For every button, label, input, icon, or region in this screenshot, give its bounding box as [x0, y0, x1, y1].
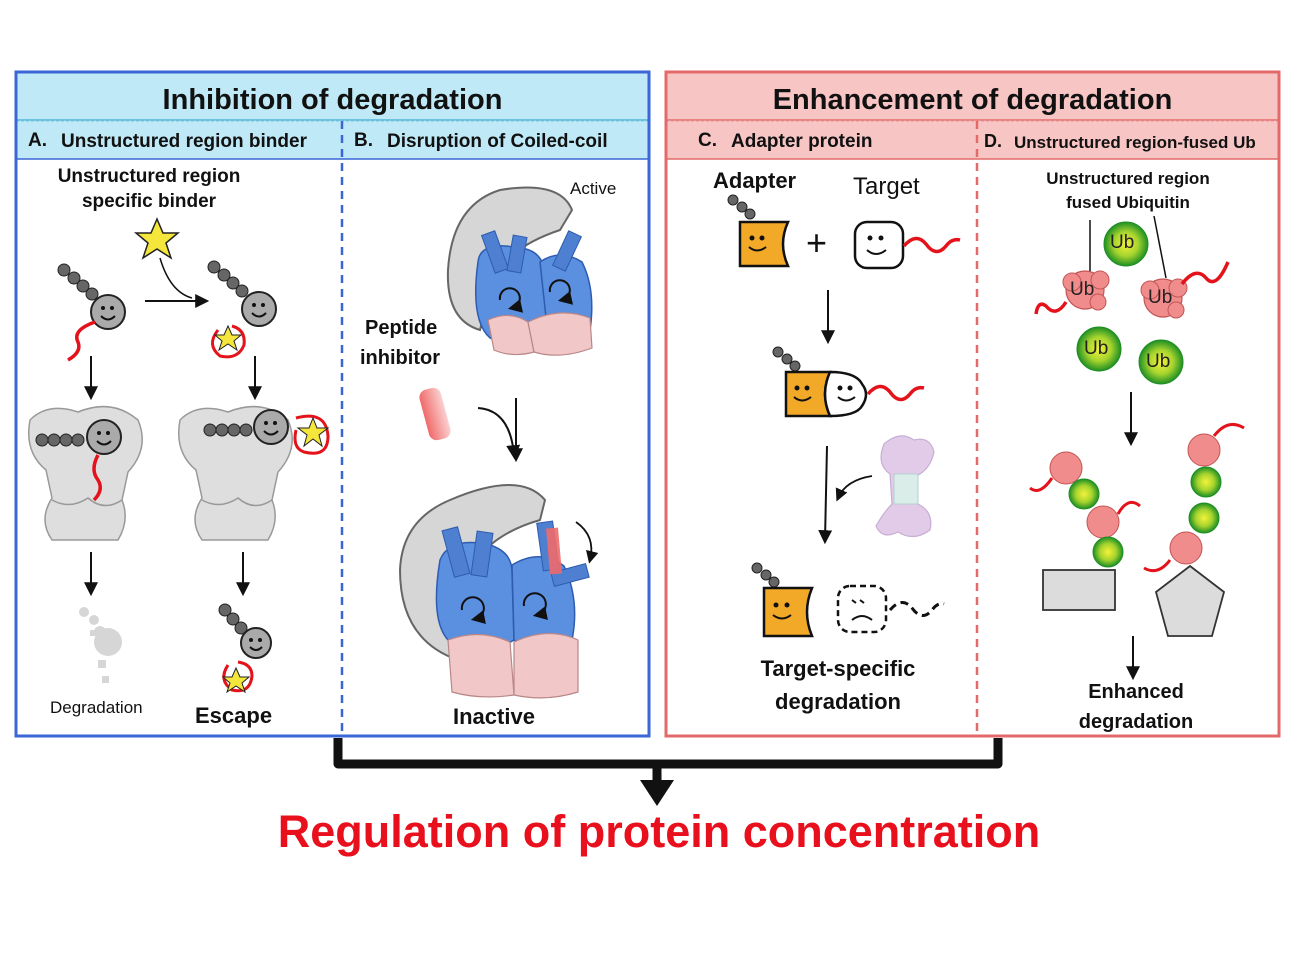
panel-d-header: Unstructured region-fused Ub	[1014, 133, 1256, 152]
panel-d-graphics	[1029, 215, 1245, 681]
ub-chain-right	[1143, 422, 1245, 637]
binder-star-icon	[133, 217, 181, 260]
protein-escaping	[203, 409, 330, 455]
degradation-label: Degradation	[50, 698, 143, 717]
fused-ub-1	[1034, 270, 1110, 315]
enhanced-line2: degradation	[1078, 711, 1194, 733]
proteasome-small	[875, 435, 935, 538]
target-protein	[853, 220, 961, 270]
peptide-label-line2: inhibitor	[360, 347, 440, 369]
bottom-bracket	[333, 738, 1003, 806]
target-degraded	[836, 584, 945, 634]
panel-a-letter: A.	[28, 130, 47, 151]
ub-green-3	[1138, 339, 1184, 385]
ub-label-pink-1: Ub	[1070, 279, 1095, 300]
fused-ub-2	[1140, 261, 1230, 319]
plus-sign: +	[806, 222, 828, 263]
panel-a-header: Unstructured region binder	[61, 131, 307, 152]
panel-c-header: Adapter protein	[731, 131, 873, 152]
adapter-label: Adapter	[713, 168, 797, 193]
protein-in-proteasome	[35, 419, 122, 502]
escape-label: Escape	[195, 703, 273, 728]
down-arrow-icon	[640, 780, 674, 806]
binder-label-line1: Unstructured region	[57, 166, 241, 187]
panel-b-graphics	[398, 186, 599, 699]
panel-a-graphics	[28, 217, 330, 694]
degraded-fragments	[79, 607, 122, 683]
fused-ub-label-line2: fused Ubiquitin	[1066, 193, 1190, 212]
target-specific-line1: Target-specific	[760, 656, 916, 681]
active-label: Active	[570, 179, 617, 198]
ub-label-pink-2: Ub	[1148, 287, 1173, 308]
complex-inactive	[398, 484, 599, 699]
binder-label-line2: specific binder	[81, 191, 217, 212]
right-panel-title: Enhancement of degradation	[772, 84, 1173, 116]
ub-chain-left	[1029, 451, 1141, 611]
panel-b-header: Disruption of Coiled-coil	[387, 131, 608, 152]
protein-bound	[207, 260, 277, 359]
enhanced-line1: Enhanced	[1088, 681, 1184, 703]
ub-label-green-3: Ub	[1146, 351, 1171, 372]
fused-ub-label-line1: Unstructured region	[1046, 169, 1210, 188]
peptide-inhibitor-icon	[419, 387, 451, 441]
conclusion-title: Regulation of protein concentration	[277, 806, 1041, 857]
panel-c-graphics	[727, 194, 961, 638]
complex-active	[446, 186, 593, 356]
protein-escaped	[218, 603, 272, 694]
inactive-label: Inactive	[453, 704, 535, 729]
target-specific-line2: degradation	[775, 689, 901, 714]
proteasome-left	[28, 405, 143, 541]
peptide-label-line1: Peptide	[365, 317, 438, 339]
ub-label-green-1: Ub	[1110, 232, 1135, 253]
ub-green-2	[1076, 326, 1122, 372]
adapter-released	[751, 562, 814, 638]
panel-c-letter: C.	[698, 130, 717, 151]
panel-b-letter: B.	[354, 130, 373, 151]
left-panel-frame	[14, 70, 651, 738]
adapter-target-complex	[772, 346, 925, 418]
ub-label-green-2: Ub	[1084, 338, 1109, 359]
target-label: Target	[853, 173, 920, 200]
right-panel-frame	[664, 70, 1281, 738]
left-panel-title: Inhibition of degradation	[162, 84, 503, 116]
panel-d-letter: D.	[984, 131, 1002, 151]
adapter-protein	[727, 194, 790, 268]
ub-green-1	[1103, 221, 1149, 267]
protein-free	[57, 263, 126, 362]
